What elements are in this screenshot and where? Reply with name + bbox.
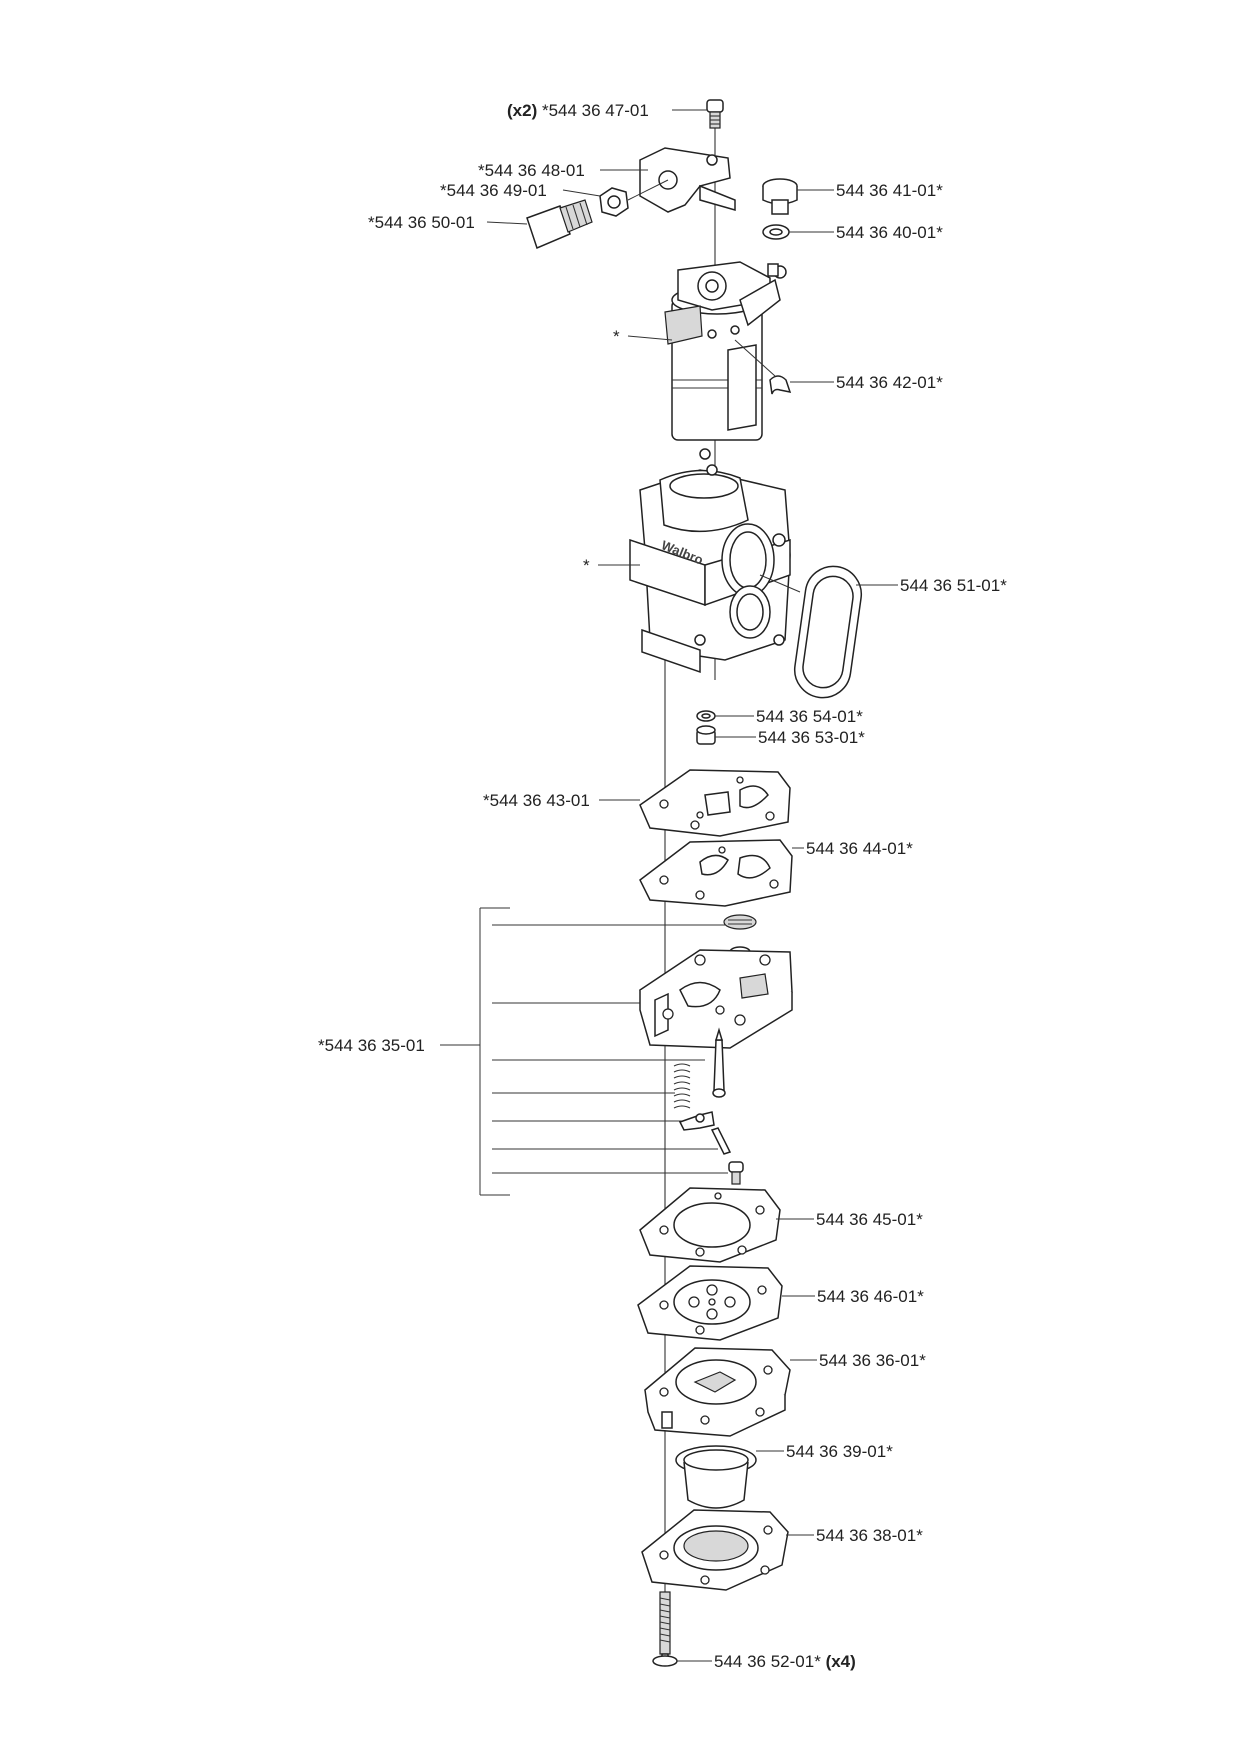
pump-kit-needle <box>712 1027 726 1098</box>
throttle-assembly-part <box>664 261 787 460</box>
bulb-cover-part <box>641 1509 789 1591</box>
gasket-ring-part <box>793 565 863 699</box>
callout-gasket-ring: 544 36 51-01* <box>900 576 1007 595</box>
callout-gasket-3: 544 36 45-01* <box>816 1210 923 1229</box>
pump-kit-pin <box>710 1127 732 1155</box>
fitting-part <box>526 199 593 250</box>
callout-gasket-1: *544 36 43-01 <box>483 791 590 810</box>
washer-part <box>762 224 790 240</box>
diaphragm-part <box>637 1265 783 1341</box>
callout-jet: 544 36 53-01* <box>758 728 865 747</box>
callout-nut: *544 36 49-01 <box>440 181 547 200</box>
jet-part <box>696 725 716 745</box>
gasket-2-part <box>639 839 793 907</box>
pump-kit-bracket <box>440 907 728 1196</box>
carburetor-body-part: Walbro <box>629 464 791 674</box>
lever-screw-part <box>706 99 724 129</box>
pump-kit-lever <box>678 1111 715 1131</box>
lever-part <box>639 147 736 213</box>
callout-carburetor-screw: 544 36 52-01* (x4) <box>714 1652 856 1671</box>
callout-cover: 544 36 36-01* <box>819 1351 926 1370</box>
clip-part <box>769 375 792 395</box>
gasket-3-part <box>639 1187 781 1263</box>
callout-o-ring: 544 36 54-01* <box>756 707 863 726</box>
callout-fitting: *544 36 50-01 <box>368 213 475 232</box>
callout-plug: 544 36 41-01* <box>836 181 943 200</box>
callout-gasket-2: 544 36 44-01* <box>806 839 913 858</box>
callout-throttle-assembly: * <box>613 327 620 346</box>
callout-bulb-cover: 544 36 38-01* <box>816 1526 923 1545</box>
callout-body: * <box>583 556 590 575</box>
primer-bulb-part <box>675 1445 757 1509</box>
cover-part <box>644 1347 791 1437</box>
pump-kit-spring <box>673 1063 691 1109</box>
carburetor-screw-part <box>652 1591 678 1667</box>
pump-kit-screw <box>728 1161 744 1185</box>
callout-pump-kit: *544 36 35-01 <box>318 1036 425 1055</box>
callout-diaphragm: 544 36 46-01* <box>817 1287 924 1306</box>
plug-part <box>762 178 798 215</box>
nut-part <box>599 187 629 217</box>
o-ring-part <box>696 710 716 722</box>
callout-washer: 544 36 40-01* <box>836 223 943 242</box>
callout-lever: *544 36 48-01 <box>478 161 585 180</box>
callout-lever-screw: (x2) *544 36 47-01 <box>507 101 649 120</box>
callout-primer-bulb: 544 36 39-01* <box>786 1442 893 1461</box>
gasket-1-part <box>639 769 791 837</box>
pump-kit-housing <box>639 949 793 1049</box>
callout-clip: 544 36 42-01* <box>836 373 943 392</box>
